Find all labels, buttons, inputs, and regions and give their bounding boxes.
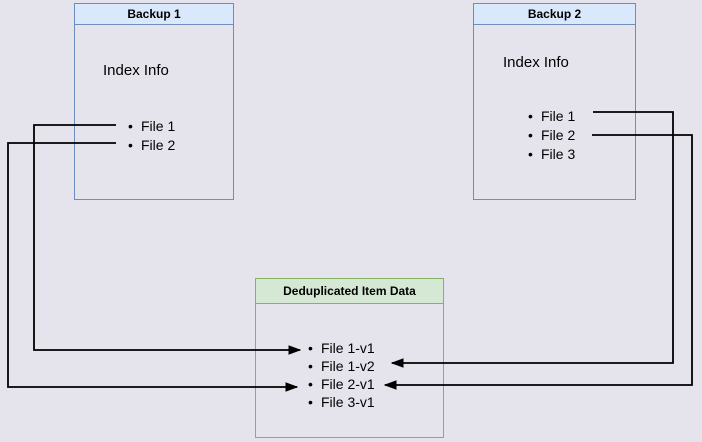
dedup-item-list: • File 1-v1 • File 1-v2 • File 2-v1 • Fi… xyxy=(308,339,375,411)
bullet-icon: • xyxy=(528,107,533,124)
file-label: File 3 xyxy=(541,145,576,162)
list-item: • File 2 xyxy=(128,135,175,154)
bullet-icon: • xyxy=(128,136,133,153)
list-item: • File 3-v1 xyxy=(308,393,375,411)
bullet-icon: • xyxy=(308,358,313,374)
bullet-icon: • xyxy=(128,117,133,134)
list-item: • File 2 xyxy=(528,125,575,144)
backup2-box: Backup 2 Index Info • File 1 • File 2 • … xyxy=(473,3,636,200)
list-item: • File 1-v1 xyxy=(308,339,375,357)
bullet-icon: • xyxy=(528,126,533,143)
dedup-title: Deduplicated Item Data xyxy=(256,279,443,304)
item-label: File 3-v1 xyxy=(321,394,375,410)
file-label: File 1 xyxy=(141,117,176,134)
backup2-file-list: • File 1 • File 2 • File 3 xyxy=(528,106,575,163)
item-label: File 2-v1 xyxy=(321,376,375,392)
bullet-icon: • xyxy=(308,394,313,410)
backup1-index-info-label: Index Info xyxy=(103,62,169,79)
list-item: • File 1 xyxy=(128,116,175,135)
bullet-icon: • xyxy=(308,376,313,392)
item-label: File 1-v2 xyxy=(321,358,375,374)
bullet-icon: • xyxy=(308,340,313,356)
file-label: File 2 xyxy=(541,126,576,143)
file-label: File 1 xyxy=(541,107,576,124)
backup2-title: Backup 2 xyxy=(474,4,635,25)
list-item: • File 1 xyxy=(528,106,575,125)
item-label: File 1-v1 xyxy=(321,340,375,356)
backup1-title: Backup 1 xyxy=(75,4,233,25)
backup1-box: Backup 1 Index Info • File 1 • File 2 xyxy=(74,3,234,200)
deduplicated-item-data-box: Deduplicated Item Data • File 1-v1 • Fil… xyxy=(255,278,444,438)
list-item: • File 2-v1 xyxy=(308,375,375,393)
bullet-icon: • xyxy=(528,145,533,162)
backup2-index-info-label: Index Info xyxy=(503,54,569,71)
file-label: File 2 xyxy=(141,136,176,153)
backup1-file-list: • File 1 • File 2 xyxy=(128,116,175,154)
list-item: • File 3 xyxy=(528,144,575,163)
list-item: • File 1-v2 xyxy=(308,357,375,375)
